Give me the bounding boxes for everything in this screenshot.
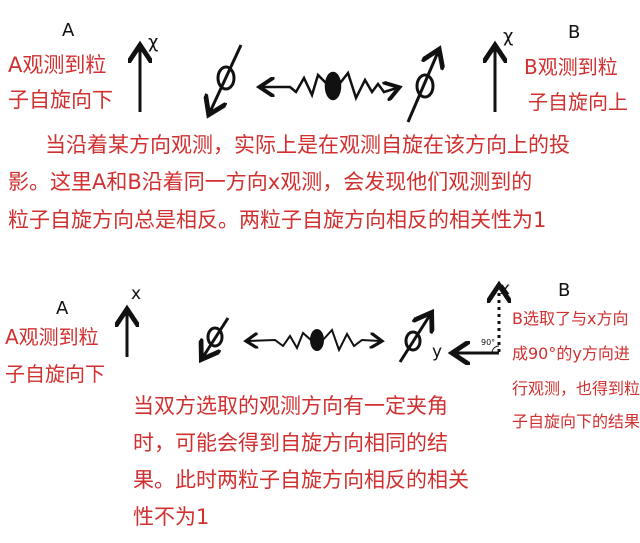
particle-a-spin-down-bottom xyxy=(203,317,230,357)
label-b-top: B xyxy=(568,22,581,43)
b-result-line: B选取了与x方向 xyxy=(512,309,629,328)
axis-label-a-top: χ xyxy=(148,32,159,53)
explanation-line: 粒子自旋方向总是相反。两粒子自旋方向相反的相关性为1 xyxy=(8,208,547,232)
a-result-line: 子自旋向下 xyxy=(5,362,105,386)
angle-label: 90° xyxy=(481,338,496,347)
axis-label-b-top: χ xyxy=(503,26,514,47)
label-b-bottom: B xyxy=(558,280,571,301)
axis-label-a-bottom: x xyxy=(131,284,142,304)
right-angle-mark xyxy=(491,345,500,354)
b-result-line: B观测到粒 xyxy=(524,55,618,79)
explanation-line: 时，可能会得到自旋方向相同的结 xyxy=(133,431,448,455)
a-result-line: A观测到粒 xyxy=(5,325,99,349)
explanation-line: 当双方选取的观测方向有一定夹角 xyxy=(133,394,448,418)
particle-b-spin-up-top xyxy=(406,52,438,123)
axis-label-b-y: y xyxy=(432,342,443,362)
entangled-source-bottom xyxy=(248,328,380,353)
label-a-bottom: A xyxy=(56,298,69,319)
b-result-line: 成90°的y方向进 xyxy=(512,344,630,363)
label-a-top: A xyxy=(62,20,75,41)
b-result-line: 行观测，也得到粒 xyxy=(512,379,640,398)
explanation-line: 果。此时两粒子自旋方向相反的相关 xyxy=(133,468,469,492)
b-result-line: 子自旋向下的结果 xyxy=(512,412,640,431)
particle-a-spin-down-top xyxy=(210,44,243,112)
explanation-line: 影。这里A和B沿着同一方向x观测，会发现他们观测到的 xyxy=(8,170,533,194)
entangled-source-top xyxy=(262,70,397,102)
explanation-line: 当沿着某方向观测，实际上是在观测自旋在该方向上的投 xyxy=(45,133,570,157)
particle-b-spin-up-bottom xyxy=(398,315,430,363)
a-result-line: A观测到粒 xyxy=(8,53,107,77)
b-result-line: 子自旋向上 xyxy=(528,90,628,114)
a-result-line: 子自旋向下 xyxy=(8,88,113,112)
axis-label-b-x: x xyxy=(500,279,511,299)
explanation-line: 性不为1 xyxy=(133,505,210,529)
